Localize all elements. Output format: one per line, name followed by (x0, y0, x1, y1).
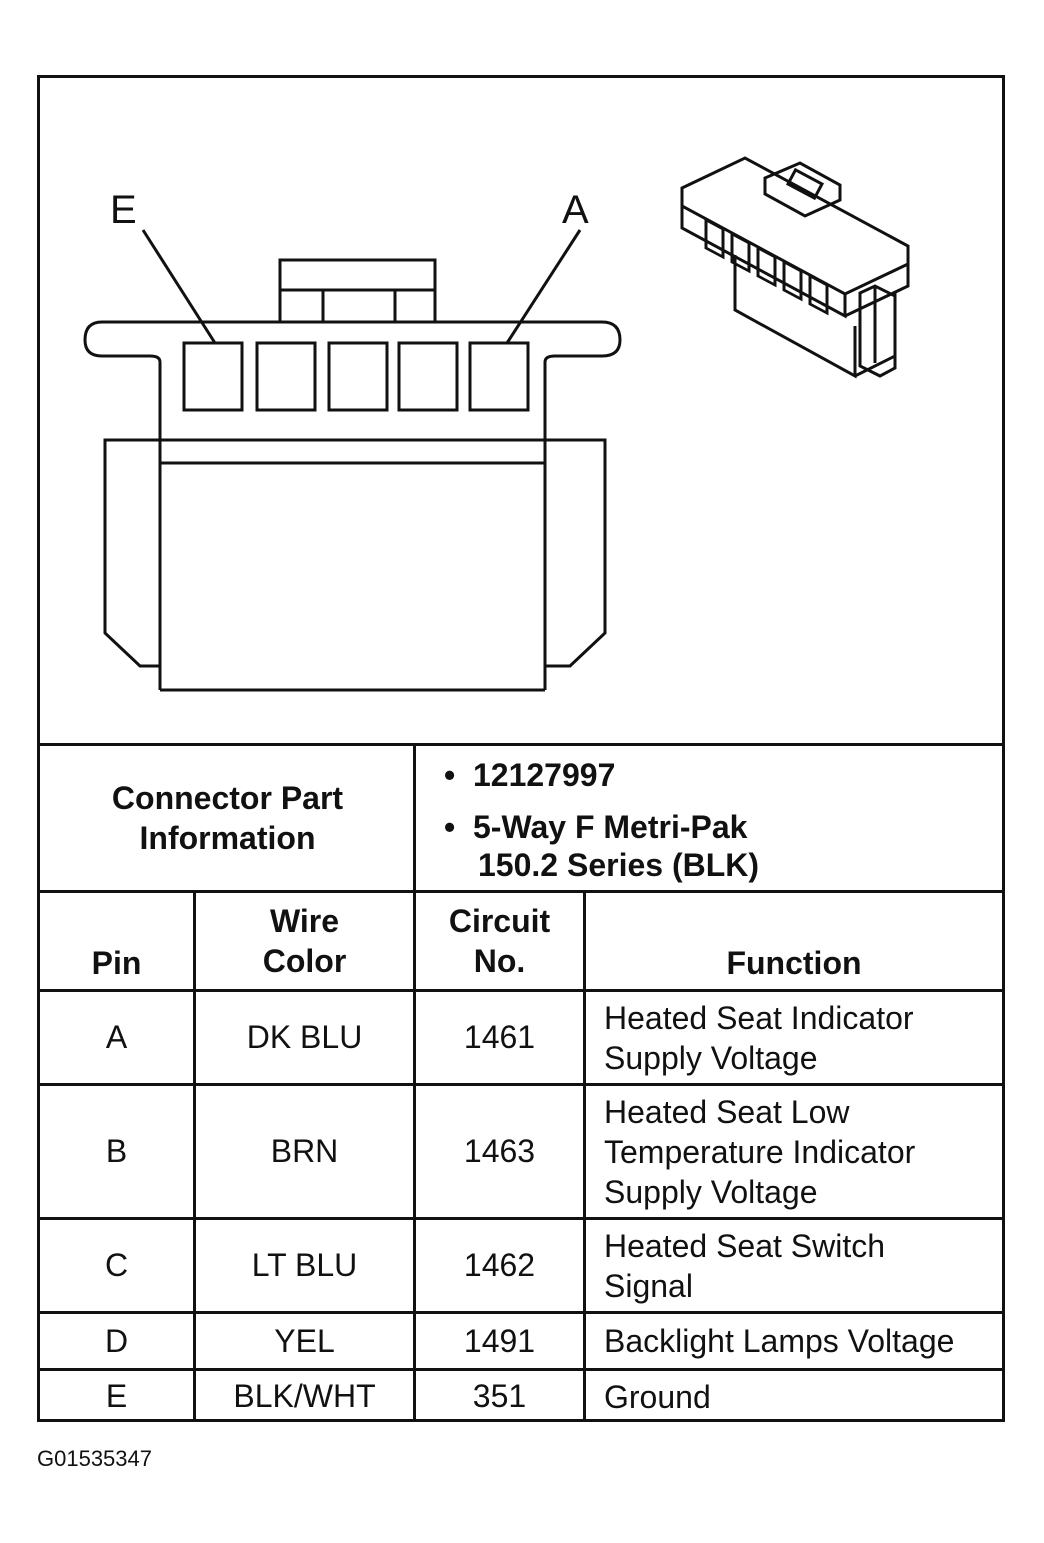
wire-color-cell: BRN (270, 1133, 339, 1169)
function-line: Ground (604, 1378, 711, 1415)
function-line: Signal (604, 1267, 693, 1304)
column-header-function: Function (726, 945, 862, 981)
connector-part-info-text: Connector Part Information (111, 780, 344, 856)
connector-type-item: • 5-Way F Metri-Pak (444, 809, 748, 845)
pin-cell: E (105, 1378, 128, 1414)
function-line: Heated Seat Low (604, 1093, 850, 1130)
circuit-cell: 1461 (463, 1019, 536, 1055)
column-header-pin: Pin (91, 945, 142, 981)
function-line: Supply Voltage (604, 1039, 818, 1076)
column-header-circuit-no: Circuit No. (448, 903, 551, 979)
connector-series-item: 150.2 Series (BLK) (478, 847, 760, 883)
wire-color-cell: YEL (274, 1322, 335, 1359)
divider (40, 1311, 1002, 1314)
divider (40, 1217, 1002, 1220)
connector-isometric-view (680, 156, 910, 379)
divider (193, 890, 196, 1422)
connector-part-info-label: Connector Part Information (40, 746, 415, 890)
pin-cavities (182, 341, 530, 412)
circuit-cell: 1463 (463, 1133, 536, 1169)
pin-cell: C (104, 1247, 129, 1283)
connector-part-info-values: • 12127997 • 5-Way F Metri-Pak 150.2 Ser… (416, 746, 1002, 890)
latch (278, 258, 437, 324)
pin-cell: A (105, 1019, 128, 1055)
divider (413, 746, 416, 890)
circuit-cell: 1462 (463, 1247, 536, 1283)
function-line: Heated Seat Switch (604, 1227, 886, 1264)
function-cell: Ground (586, 1371, 1002, 1422)
function-line: Backlight Lamps Voltage (604, 1323, 955, 1359)
pin-cell: D (104, 1322, 129, 1359)
divider (40, 743, 1002, 746)
divider (40, 1083, 1002, 1086)
divider (413, 890, 416, 1422)
column-header-wire-color: Wire Color (262, 903, 347, 979)
divider (583, 890, 586, 1422)
function-line: Supply Voltage (604, 1173, 818, 1210)
divider (40, 1368, 1002, 1371)
circuit-cell: 351 (472, 1378, 527, 1414)
callout-line-a (505, 229, 582, 344)
pin-callout-e: E (110, 188, 137, 232)
function-cell: Backlight Lamps Voltage (586, 1314, 1002, 1368)
connector-flange (83, 320, 622, 440)
wire-color-cell: LT BLU (251, 1247, 358, 1283)
callout-line-e (141, 229, 217, 344)
divider (40, 890, 1002, 893)
connector-body (103, 438, 607, 692)
pin-cell: B (105, 1133, 128, 1169)
circuit-cell: 1491 (463, 1322, 536, 1359)
divider (40, 989, 1002, 992)
pin-callout-a: A (562, 188, 589, 232)
function-line: Temperature Indicator (604, 1133, 916, 1170)
connector-figure-frame: E A (37, 75, 1005, 1422)
connector-drawing: E A (83, 156, 910, 692)
function-line: Heated Seat Indicator (604, 999, 914, 1036)
figure-id: G01535347 (37, 1446, 152, 1471)
wire-color-cell: BLK/WHT (233, 1378, 376, 1414)
part-number-item: • 12127997 (444, 757, 616, 793)
wire-color-cell: DK BLU (246, 1019, 363, 1055)
